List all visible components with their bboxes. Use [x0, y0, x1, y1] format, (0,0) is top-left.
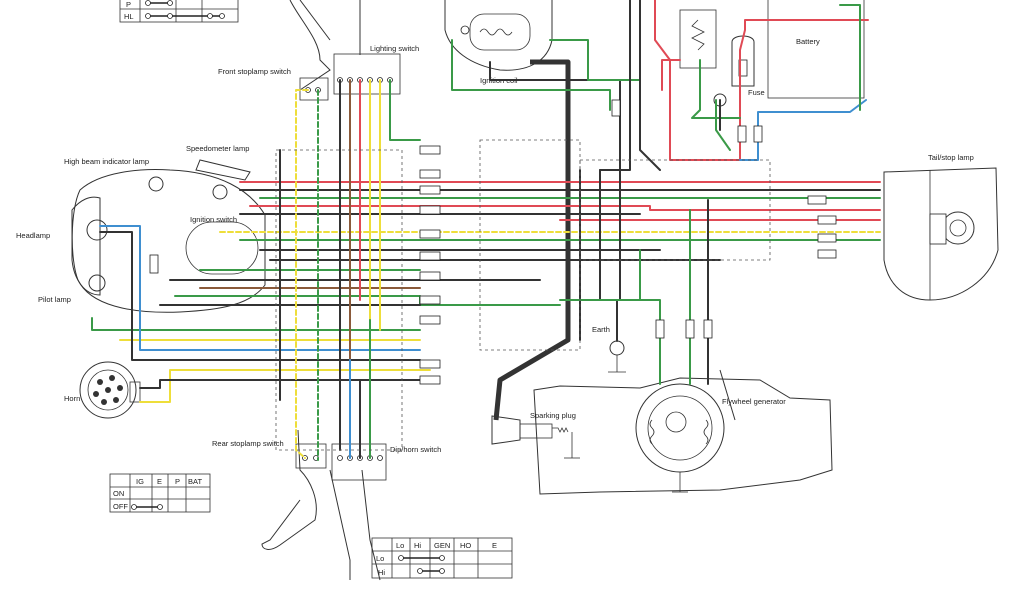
dip-table-hi: Hi	[414, 541, 421, 550]
ignition-switch-label: Ignition switch	[190, 215, 237, 224]
dip-switch-table: Lo Hi GEN HO E Lo Hi	[371, 537, 513, 579]
tail-stop-lamp-label: Tail/stop lamp	[928, 153, 974, 162]
rear-stoplamp-switch-label: Rear stoplamp switch	[212, 439, 284, 448]
flywheel-generator-label: Flywheel generator	[722, 397, 786, 406]
dip-table-lo: Lo	[396, 541, 404, 550]
horn: Horn	[64, 361, 141, 419]
ignition-coil: Ignition coil	[444, 0, 553, 85]
lighting-switch: Lighting switch	[333, 44, 419, 95]
earth-label: Earth	[592, 325, 610, 334]
frame-outline	[533, 377, 833, 495]
ignition-table-ig: IG	[136, 477, 144, 486]
battery: Battery	[767, 0, 865, 99]
front-stoplamp-switch: Front stoplamp switch	[218, 67, 329, 101]
dip-horn-switch-label: Dip/horn switch	[390, 445, 441, 454]
lighting-table-row-p: P	[126, 0, 131, 9]
ignition-table-bat: BAT	[188, 477, 202, 486]
dip-horn-switch: Dip/horn switch	[331, 443, 441, 481]
dip-table-ho: HO	[460, 541, 471, 550]
headlamp-label: Headlamp	[16, 231, 50, 240]
handlebar-bottom	[261, 429, 317, 550]
rear-stoplamp-switch: Rear stoplamp switch	[212, 439, 327, 469]
dip-table-row-hi: Hi	[378, 568, 385, 577]
handlebar-top	[289, 0, 331, 91]
speedometer-lamp-label: Speedometer lamp	[186, 144, 249, 153]
sparking-plug-label: Sparking plug	[530, 411, 576, 420]
dip-table-gen: GEN	[434, 541, 450, 550]
ignition-table-e: E	[157, 477, 162, 486]
lighting-switch-label: Lighting switch	[370, 44, 419, 53]
earth: Earth	[592, 325, 626, 373]
ignition-table-off: OFF	[113, 502, 128, 511]
fuse: Fuse	[731, 35, 765, 97]
headlamp-assembly	[71, 159, 266, 313]
ignition-table-p: P	[175, 477, 180, 486]
fuse-label: Fuse	[748, 88, 765, 97]
ignition-switch-table: IG E P BAT ON OFF	[109, 473, 211, 513]
lighting-switch-table: P HL	[119, 0, 239, 23]
dip-table-e: E	[492, 541, 497, 550]
rectifier	[679, 9, 727, 107]
sparking-plug: Sparking plug	[491, 411, 580, 459]
battery-label: Battery	[796, 37, 820, 46]
horn-label: Horn	[64, 394, 80, 403]
high-beam-indicator-lamp-label: High beam indicator lamp	[64, 157, 149, 166]
tail-stop-lamp: Tail/stop lamp	[883, 153, 999, 301]
ignition-table-on: ON	[113, 489, 124, 498]
wiring-harness	[91, 0, 881, 461]
dip-table-row-lo: Lo	[376, 554, 384, 563]
front-stoplamp-switch-label: Front stoplamp switch	[218, 67, 291, 76]
pilot-lamp-label: Pilot lamp	[38, 295, 71, 304]
flywheel-generator: Flywheel generator	[635, 383, 786, 493]
lighting-table-row-hl: HL	[124, 12, 134, 21]
